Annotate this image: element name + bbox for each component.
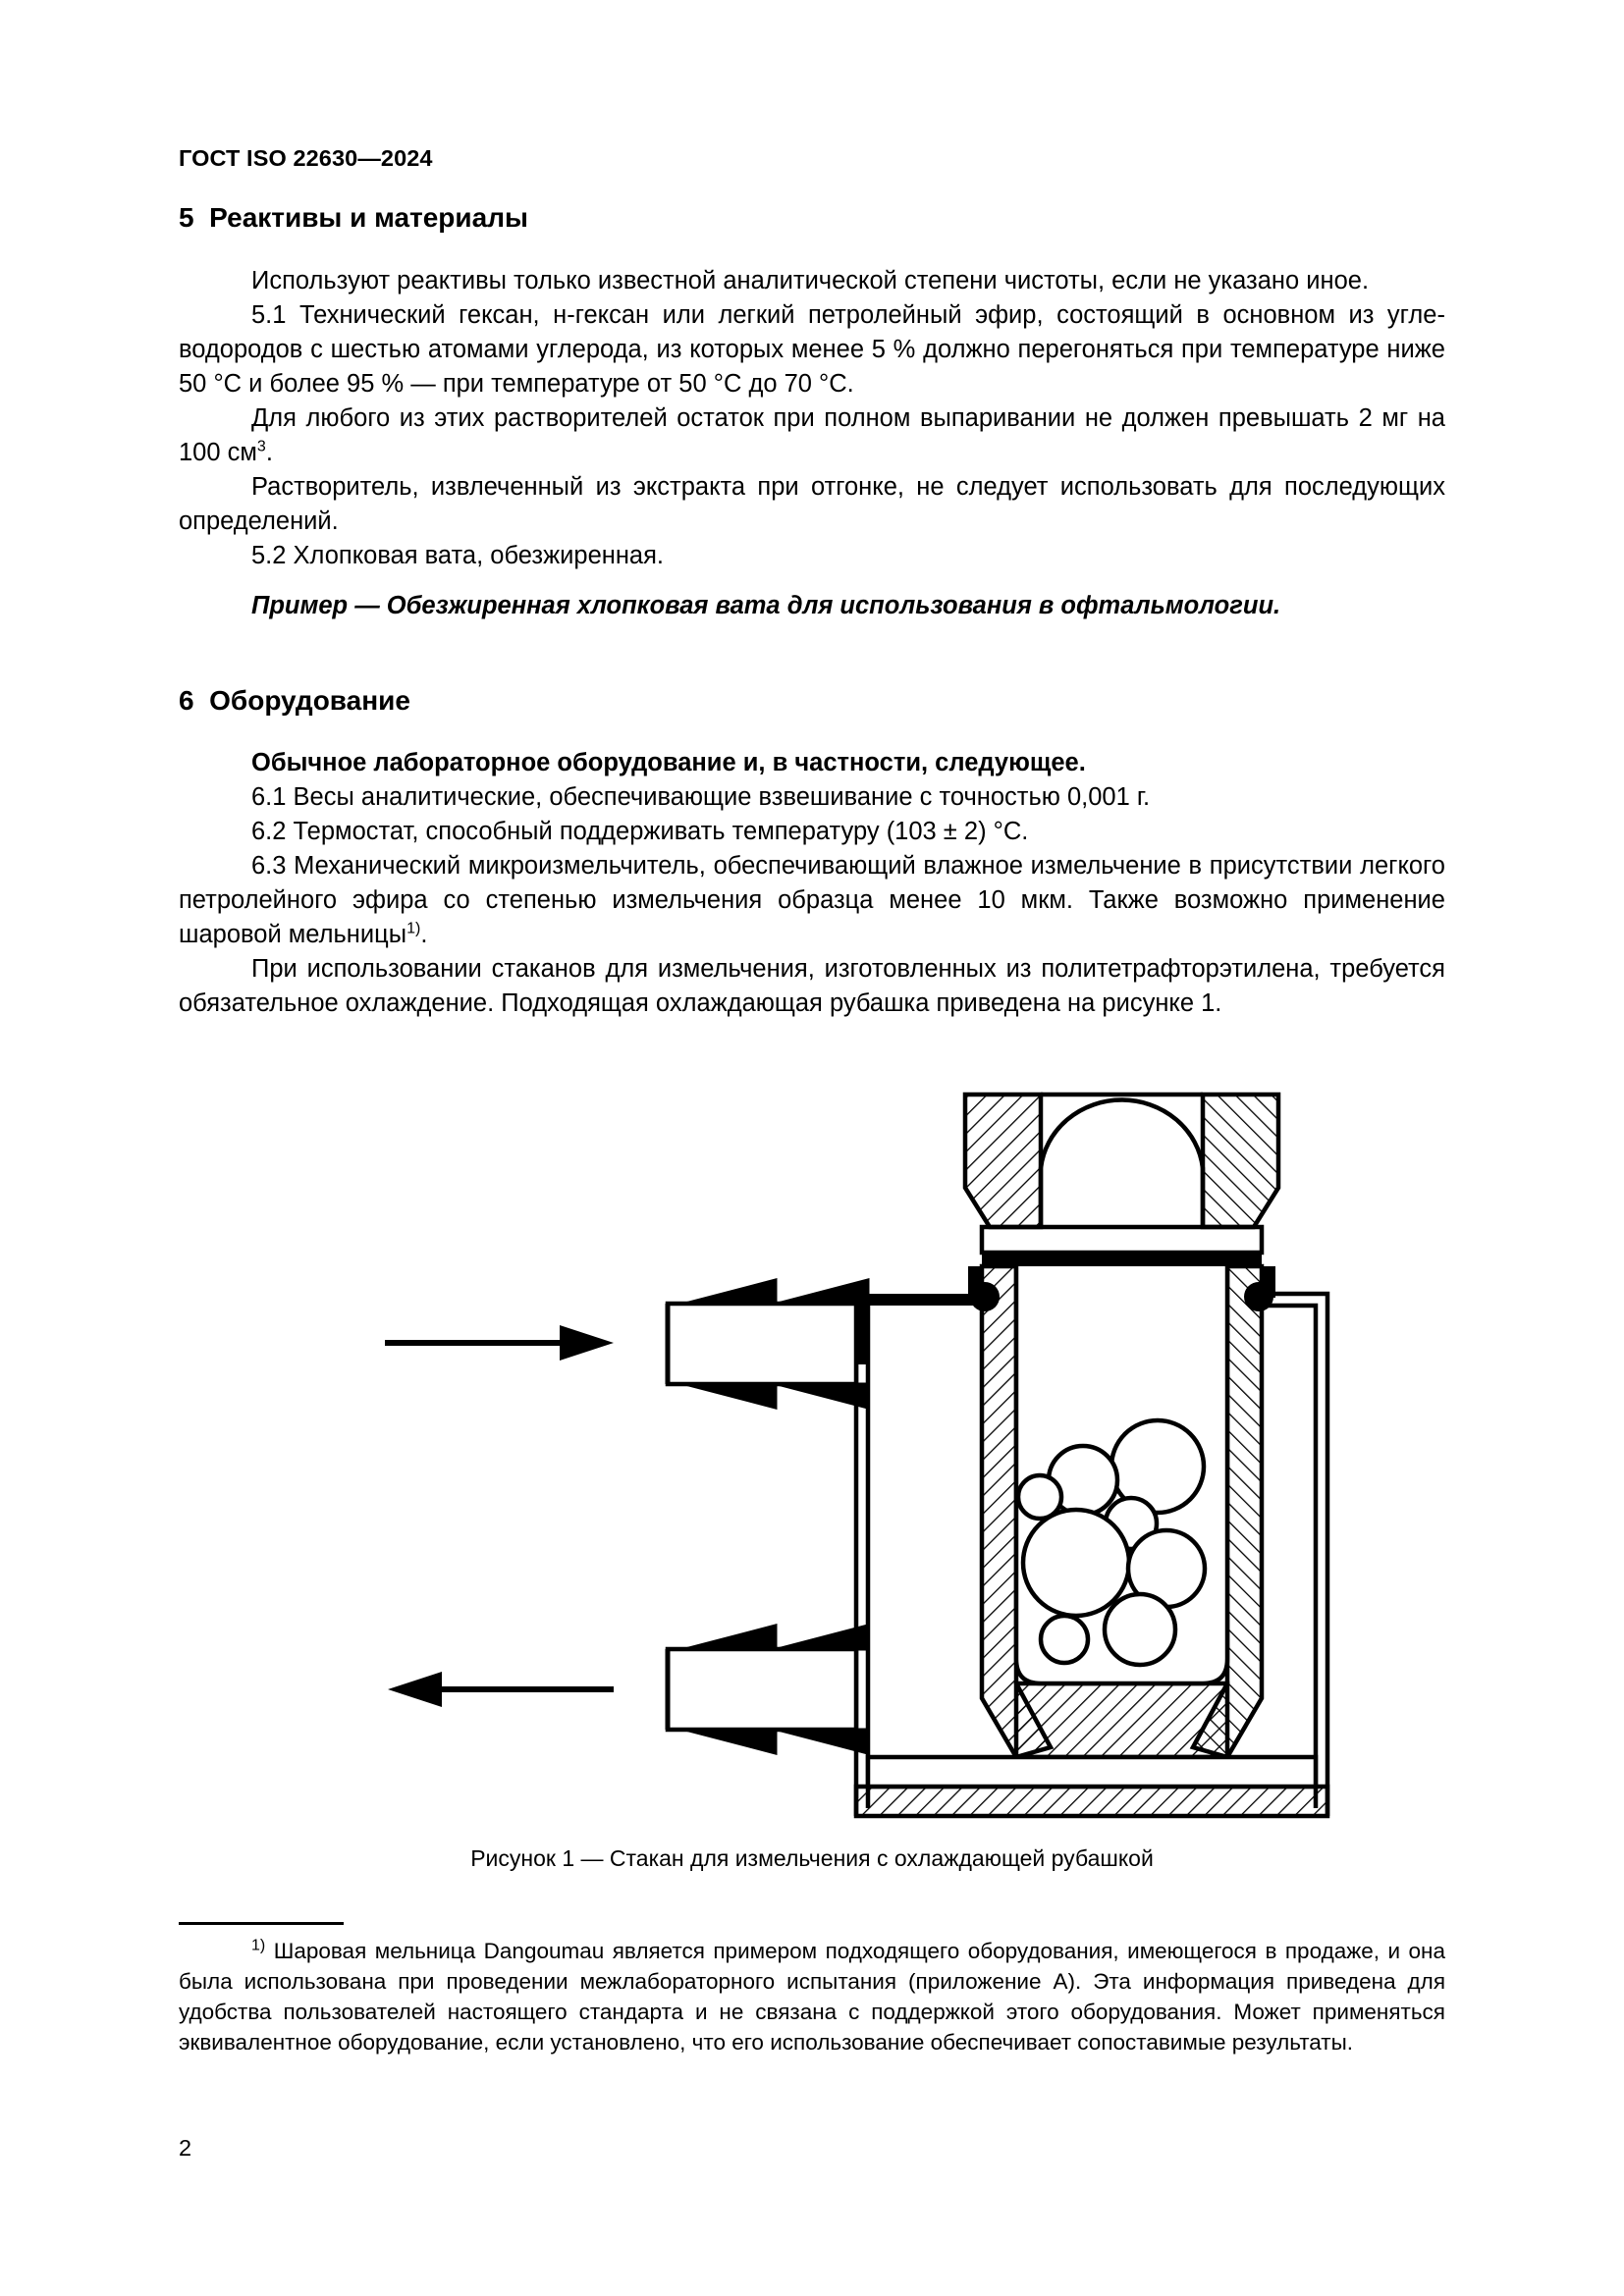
reagents-residue-paragraph: Для любого из этих растворителей остаток…: [179, 401, 1445, 470]
equipment-item-6-1: 6.1 Весы аналитические, обеспечивающие в…: [251, 783, 1151, 812]
equipment-item-6-3: 6.3 Механический микроизмельчитель, обес…: [179, 849, 1445, 952]
section-5-title: Реактивы и материалы: [209, 202, 528, 233]
footnote-text: 1) Шаровая мельница Dangoumau является п…: [179, 1936, 1445, 2057]
footnote-marker: 1): [251, 1937, 266, 1954]
jacket-top-left-step: [856, 1294, 982, 1364]
grinding-ball: [1102, 1591, 1178, 1668]
residue-text-b: .: [265, 438, 273, 466]
spacer: [179, 717, 1445, 746]
reagents-intro-paragraph: Используют реактивы только известной ана…: [251, 266, 1370, 294]
running-header-standard-id: ГОСТ ISO 22630—2024: [179, 145, 433, 171]
reagents-item-5-2: 5.2 Хлопковая вата, обезжиренная.: [251, 541, 665, 569]
page-number: 2: [179, 2135, 192, 2161]
section-heading-5: 5 Реактивы и материалы: [179, 201, 1445, 235]
figure-1-svg: [385, 1092, 1330, 1819]
footnote-body: Шаровая мельница Dangoumau является прим…: [179, 1939, 1445, 2055]
jacket-right-outer: [1262, 1291, 1330, 1816]
coolant-inlet-arrow: [385, 1325, 614, 1361]
reagents-item-5-1: 5.1 Технический гексан, н-гексан или лег…: [179, 300, 1445, 398]
section-6-number: 6: [179, 684, 194, 716]
spacer: [179, 623, 1445, 684]
item-6-3-text-b: .: [420, 921, 428, 949]
figure-1-caption: Рисунок 1 — Стакан для измельчения с охл…: [470, 1845, 1154, 1871]
section-5-number: 5: [179, 202, 194, 233]
grinding-ball: [1038, 1613, 1091, 1666]
page-content: 5 Реактивы и материалы Используют реакти…: [179, 201, 1445, 1021]
section-6-title: Оборудование: [209, 684, 410, 716]
jacket-bottom-plate: [853, 1784, 1330, 1819]
reagents-solvent-paragraph: Растворитель, извлеченный из экстракта п…: [179, 472, 1445, 535]
lid-flange: [979, 1224, 1265, 1255]
equipment-lead-paragraph: Обычное лабораторное оборудование и, в ч…: [251, 749, 1086, 777]
spacer: [179, 573, 1445, 589]
spacer: [179, 235, 1445, 264]
grinding-ball: [1015, 1472, 1064, 1522]
footnote-block: 1) Шаровая мельница Dangoumau является п…: [179, 1936, 1445, 2057]
reagents-example-note: Пример — Обезжиренная хлопковая вата для…: [251, 591, 1281, 619]
section-heading-6: 6 Оборудование: [179, 684, 1445, 718]
equipment-item-6-2: 6.2 Термостат, способный поддерживать те…: [251, 818, 1029, 846]
jacket-bottom-cavity: [865, 1754, 1319, 1789]
residue-text-a: Для любого из этих растворителей остаток…: [179, 403, 1445, 466]
jacket-right-inner: [1262, 1303, 1319, 1808]
item-6-3-text-a: 6.3 Механический микроизмельчитель, обес…: [179, 852, 1445, 949]
grinding-ball: [1020, 1507, 1132, 1619]
lid-left-wall: [962, 1092, 1044, 1230]
coolant-outlet-barb-fitting: [665, 1624, 870, 1755]
equipment-cooling-paragraph: При использовании стаканов для измельчен…: [179, 955, 1445, 1018]
footnote-separator-rule: [179, 1922, 344, 1925]
lid-right-wall: [1200, 1092, 1281, 1230]
lid-inner-dome: [1038, 1097, 1206, 1227]
coolant-inlet-barb-fitting: [665, 1278, 870, 1410]
beaker-bottom-wall: [1013, 1681, 1230, 1760]
coolant-outlet-arrow: [388, 1672, 614, 1707]
footnote-reference-marker: 1): [406, 920, 421, 937]
cubic-centimetre-exponent: 3: [256, 438, 266, 455]
lid-gasket-band: [982, 1253, 1262, 1266]
figure-1-grinding-beaker-diagram: [0, 1070, 1624, 1855]
